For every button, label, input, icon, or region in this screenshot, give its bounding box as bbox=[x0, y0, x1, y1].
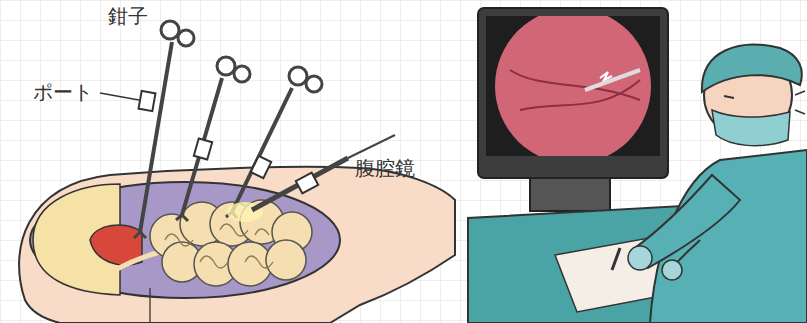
abdomen bbox=[19, 167, 455, 323]
instrument-label: ポート bbox=[33, 80, 93, 104]
instrument-label: 腹腔鏡 bbox=[355, 156, 415, 180]
ports bbox=[139, 91, 319, 193]
leader-lines bbox=[100, 93, 150, 323]
surgeon bbox=[628, 45, 807, 323]
monitor bbox=[478, 8, 668, 211]
forceps bbox=[134, 21, 322, 238]
instrument-label: 鉗子 bbox=[108, 4, 148, 28]
